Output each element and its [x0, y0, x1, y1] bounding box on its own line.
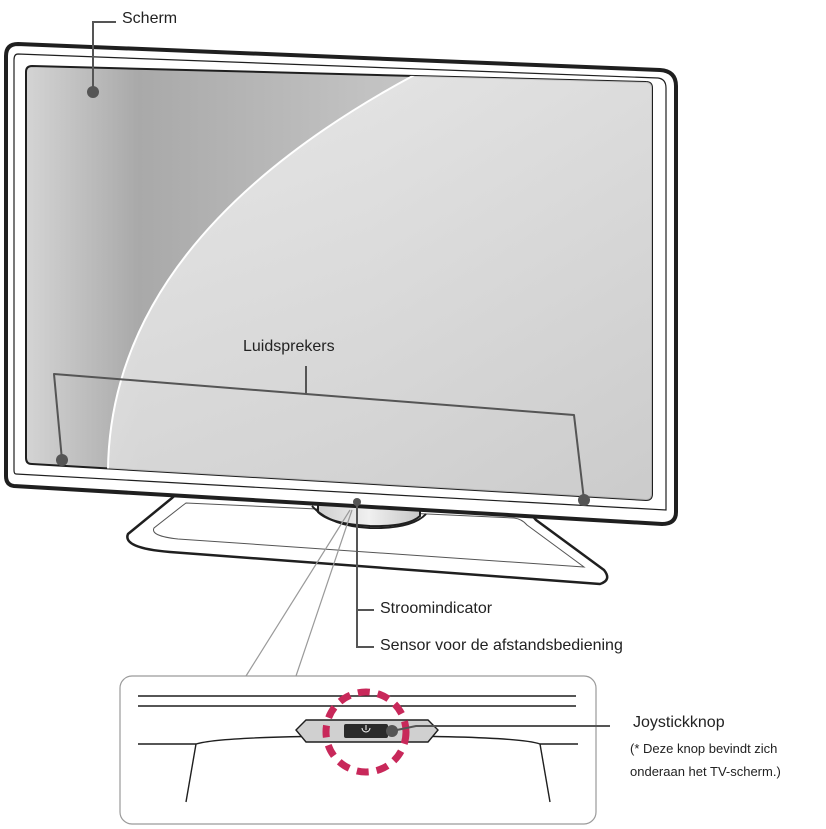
tv-bezel-inner-line	[13, 53, 667, 511]
label-screen: Scherm	[122, 10, 178, 27]
label-joystick-note-1: (* Deze knop bevindt zich	[630, 741, 778, 756]
screen-glare	[107, 72, 652, 500]
label-power-indicator: Stroomindicator	[380, 600, 493, 617]
inset-frame	[119, 675, 597, 825]
tv-screen	[25, 64, 653, 502]
highlight-circle	[322, 688, 410, 776]
label-speakers: Luidsprekers	[243, 338, 335, 355]
zoom-lines	[245, 509, 353, 677]
callout-screen	[87, 21, 116, 98]
label-remote-sensor: Sensor voor de afstandsbediening	[380, 637, 623, 654]
joystick-button	[344, 724, 388, 738]
stand-base-inner	[153, 502, 586, 568]
callout-indicators	[353, 498, 374, 648]
tv-body	[4, 42, 678, 526]
power-icon	[361, 725, 371, 733]
detail-inset	[119, 675, 610, 825]
label-joystick-note-2: onderaan het TV-scherm.)	[630, 764, 781, 779]
label-joystick: Joystickknop	[633, 714, 725, 731]
callout-speakers	[53, 366, 590, 506]
stand-neck-rim	[311, 505, 427, 530]
